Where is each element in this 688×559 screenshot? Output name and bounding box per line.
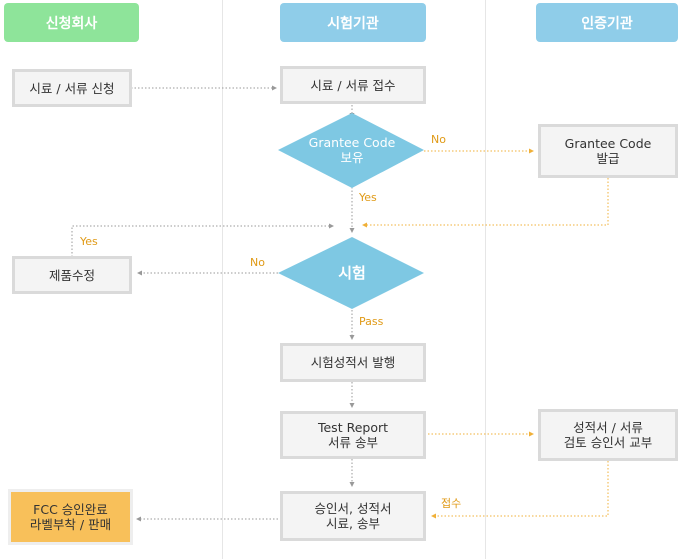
node-report-issue: 시험성적서 발행 bbox=[280, 343, 426, 382]
node-test-report: Test Report 서류 송부 bbox=[280, 411, 426, 459]
edge-grantee-return bbox=[362, 178, 609, 228]
label-grantee-yes: Yes bbox=[359, 191, 377, 204]
grantee-diamond bbox=[278, 113, 424, 188]
node-grantee-issue: Grantee Code 발급 bbox=[538, 124, 678, 178]
node-receive: 시료 / 서류 접수 bbox=[280, 66, 426, 104]
edge-review-approval bbox=[431, 461, 609, 519]
label-test-no: No bbox=[250, 256, 265, 269]
edge-modify-return bbox=[71, 223, 334, 257]
label-grantee-no: No bbox=[431, 133, 446, 146]
grantee-decision-text: Grantee Code 보유 bbox=[308, 135, 396, 165]
lane-header-lab: 시험기관 bbox=[280, 3, 426, 42]
label-modify-yes: Yes bbox=[80, 235, 98, 248]
label-test-pass: Pass bbox=[359, 315, 384, 328]
test-diamond bbox=[278, 237, 424, 309]
test-decision-text: 시험 bbox=[338, 263, 366, 282]
lane-header-cert: 인증기관 bbox=[536, 3, 678, 42]
lane-divider-2 bbox=[485, 0, 486, 559]
node-approval-send: 승인서, 성적서 시료, 송부 bbox=[280, 491, 426, 541]
node-apply: 시료 / 서류 신청 bbox=[12, 69, 132, 107]
node-modify: 제품수정 bbox=[12, 256, 132, 294]
node-review: 성적서 / 서류 검토 승인서 교부 bbox=[538, 409, 678, 461]
lane-divider-1 bbox=[222, 0, 223, 559]
node-final: FCC 승인완료 라벨부착 / 판매 bbox=[8, 489, 133, 545]
label-receipt: 접수 bbox=[441, 497, 462, 510]
lane-header-applicant: 신청회사 bbox=[4, 3, 139, 42]
